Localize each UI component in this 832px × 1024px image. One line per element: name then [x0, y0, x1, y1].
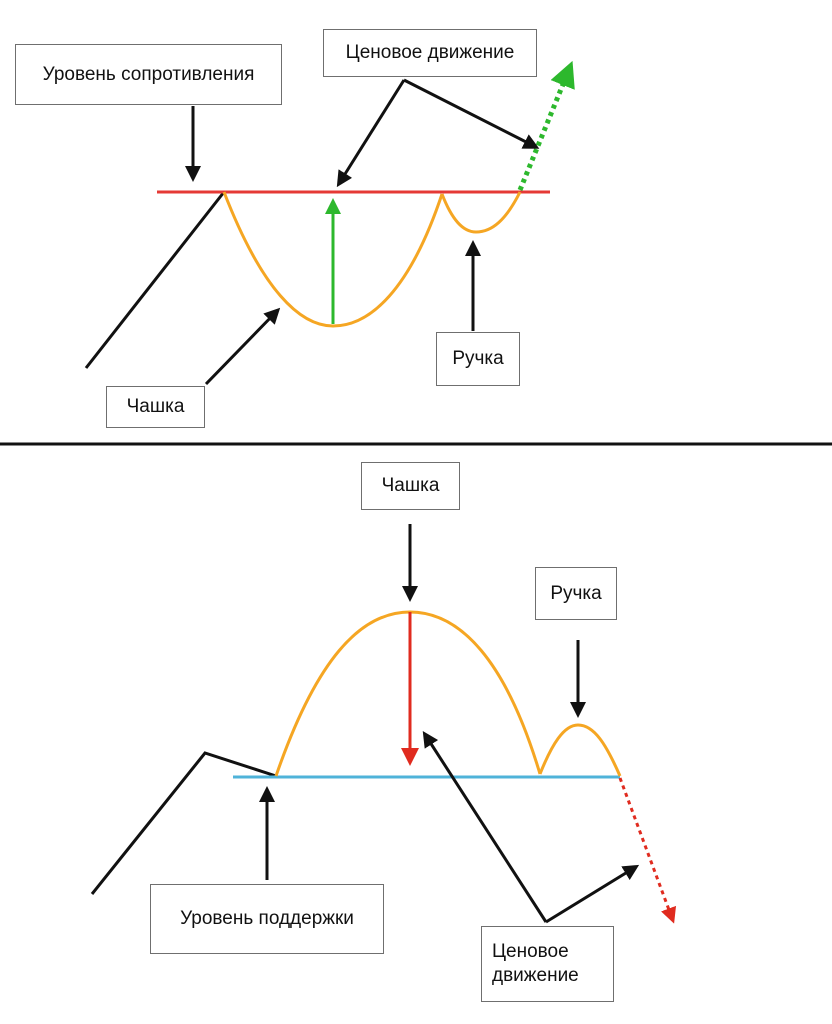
price-move-pointer-right: [403, 78, 540, 149]
price-move-label-bottom: Ценовое движение: [481, 926, 614, 1002]
price-move-label-top: Ценовое движение: [323, 29, 537, 77]
price-move-pointer-left: [336, 79, 406, 188]
price-move-pointer-right-bottom: [545, 864, 640, 924]
prior-trend-line: [90, 751, 277, 895]
handle-curve-top: [440, 191, 522, 234]
cup-curve-bottom: [274, 610, 542, 777]
support-level-label: Уровень поддержки: [150, 884, 384, 954]
handle-label-top: Ручка: [436, 332, 520, 386]
breakdown-arrow: [618, 777, 677, 924]
prior-uptrend-line: [84, 191, 226, 369]
price-move-label-line2: движение: [492, 965, 579, 986]
handle-curve-bottom: [538, 723, 622, 777]
cup-curve-top: [222, 191, 444, 328]
price-move-pointer-left-bottom: [422, 730, 548, 923]
breakout-arrow: [517, 60, 575, 191]
handle-label-bottom: Ручка: [535, 567, 617, 620]
cup-pointer: [204, 307, 281, 386]
price-move-label-line1: Ценовое: [492, 941, 569, 962]
cup-label-top: Чашка: [106, 386, 205, 428]
cup-label-bottom: Чашка: [361, 462, 460, 510]
resistance-level-label: Уровень сопротивления: [15, 44, 282, 105]
